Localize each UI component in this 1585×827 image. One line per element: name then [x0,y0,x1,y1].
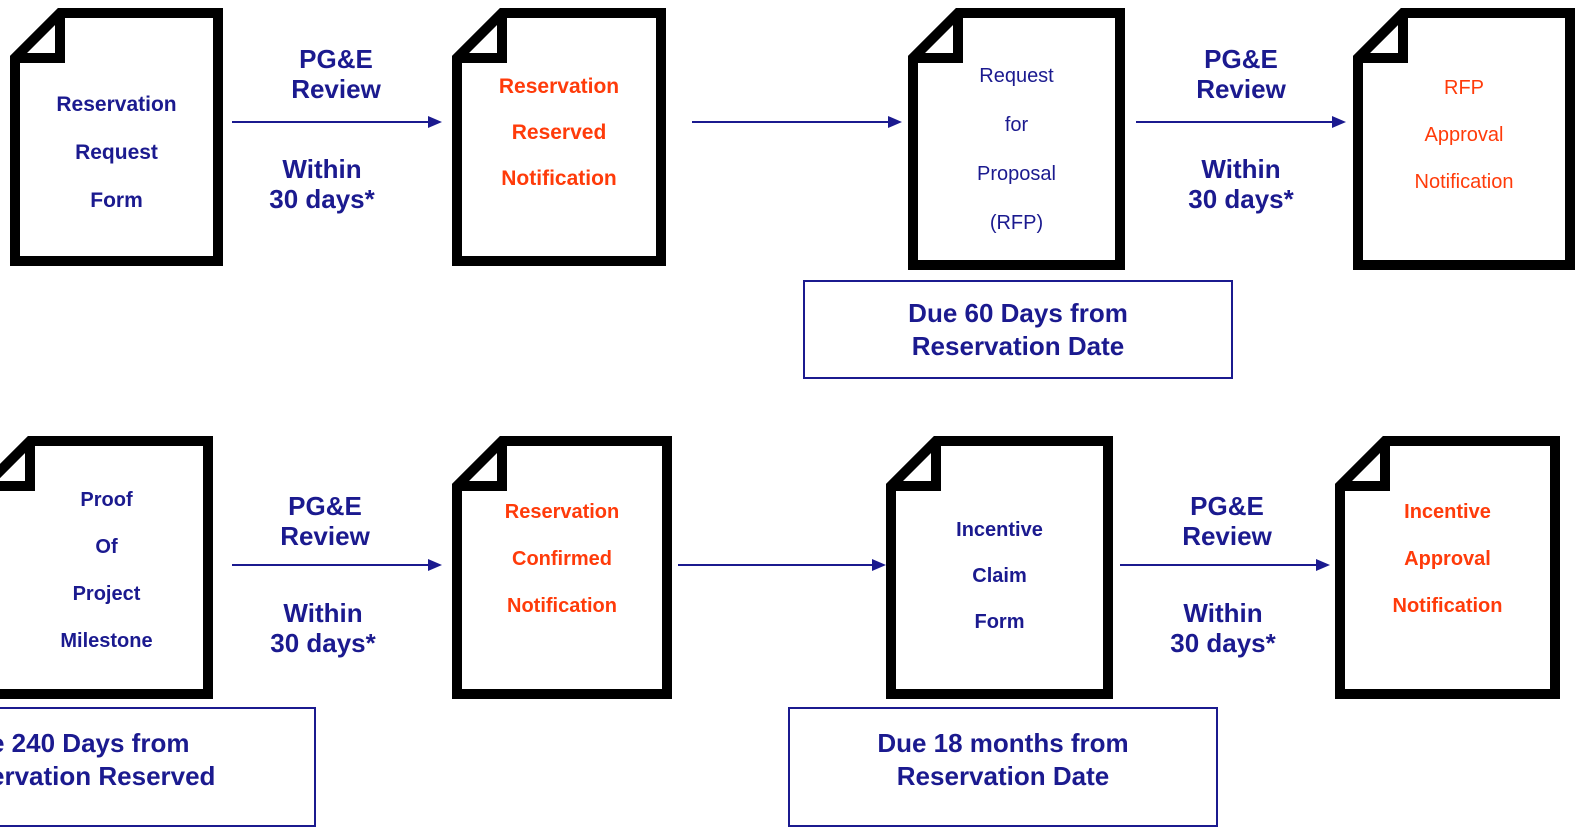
document-icon [886,436,1113,699]
flow-arrow [678,559,886,571]
document-icon [452,436,672,699]
document-icon [1353,8,1575,270]
document-icon [0,436,213,699]
document-icon [10,8,223,266]
document-icon [908,8,1125,270]
flow-arrow [692,116,902,128]
flow-arrow [1120,559,1330,571]
document-icon [1335,436,1560,699]
flow-arrow [1136,116,1346,128]
flow-arrow [232,559,442,571]
document-icon [452,8,666,266]
flow-arrow [232,116,442,128]
